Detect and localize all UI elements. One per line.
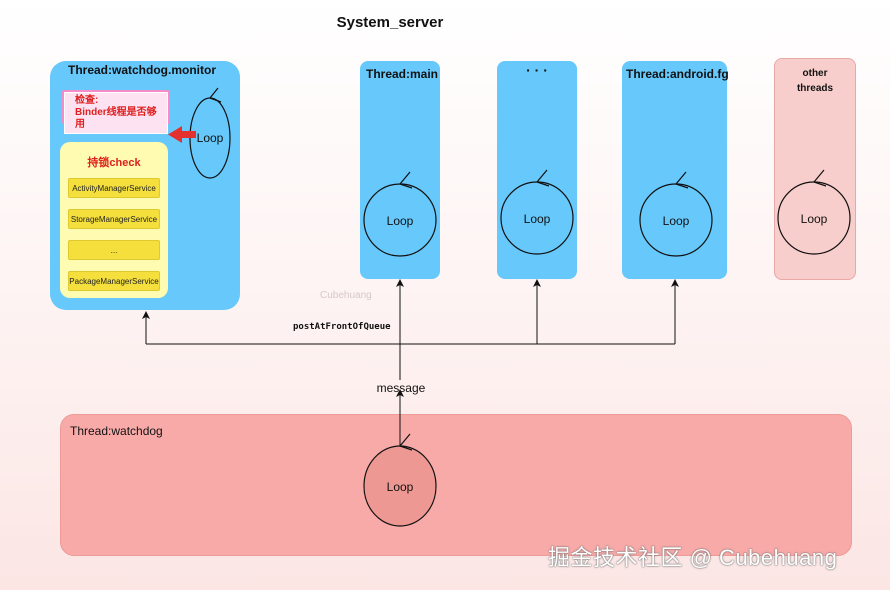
post-at-front-label: postAtFrontOfQueue	[293, 322, 391, 332]
service-item: PackageManagerService	[68, 271, 160, 291]
lock-check-title: 持锁check	[87, 157, 141, 169]
service-item: ...	[68, 240, 160, 260]
main-loop-label: Loop	[386, 214, 414, 228]
ellipsis-thread-label: · · ·	[526, 62, 548, 78]
other-threads-line2: threads	[796, 83, 834, 94]
other-threads-box	[774, 58, 856, 280]
service-item: StorageManagerService	[68, 209, 160, 229]
monitor-loop-label: Loop	[196, 131, 224, 145]
watchdog-loop-label: Loop	[386, 480, 414, 494]
other-loop-icon	[777, 169, 851, 255]
main-thread-box	[360, 61, 440, 279]
red-arrow-icon	[168, 126, 196, 143]
main-loop-icon	[363, 171, 437, 257]
ellipsis-loop-label: Loop	[523, 212, 551, 226]
binder-check-note: 检查: Binder线程是否够用	[62, 90, 170, 134]
other-threads-line1: other	[802, 68, 828, 79]
watchdog-thread-label: Thread:watchdog	[70, 424, 163, 438]
binder-check-line1: 检查:	[75, 95, 99, 106]
footer-watermark: 掘金技术社区 @ Cubehuang	[548, 545, 838, 570]
other-threads-label: other threads	[774, 66, 856, 96]
binder-check-line2: Binder线程是否够用	[75, 107, 157, 130]
diagram-title: System_server	[336, 14, 444, 31]
fg-loop-icon	[639, 171, 713, 257]
monitor-thread-label: Thread:watchdog.monitor	[68, 63, 216, 77]
other-loop-label: Loop	[800, 212, 828, 226]
fg-thread-box	[622, 61, 727, 279]
message-label: message	[376, 381, 426, 395]
service-item: ActivityManagerService	[68, 178, 160, 198]
watchdog-thread-box	[60, 414, 852, 556]
ellipsis-loop-icon	[500, 169, 574, 255]
fg-loop-label: Loop	[662, 214, 690, 228]
main-thread-label: Thread:main	[366, 67, 439, 81]
watermark: Cubehuang	[320, 290, 372, 301]
fg-thread-label: Thread:android.fg	[626, 67, 729, 81]
